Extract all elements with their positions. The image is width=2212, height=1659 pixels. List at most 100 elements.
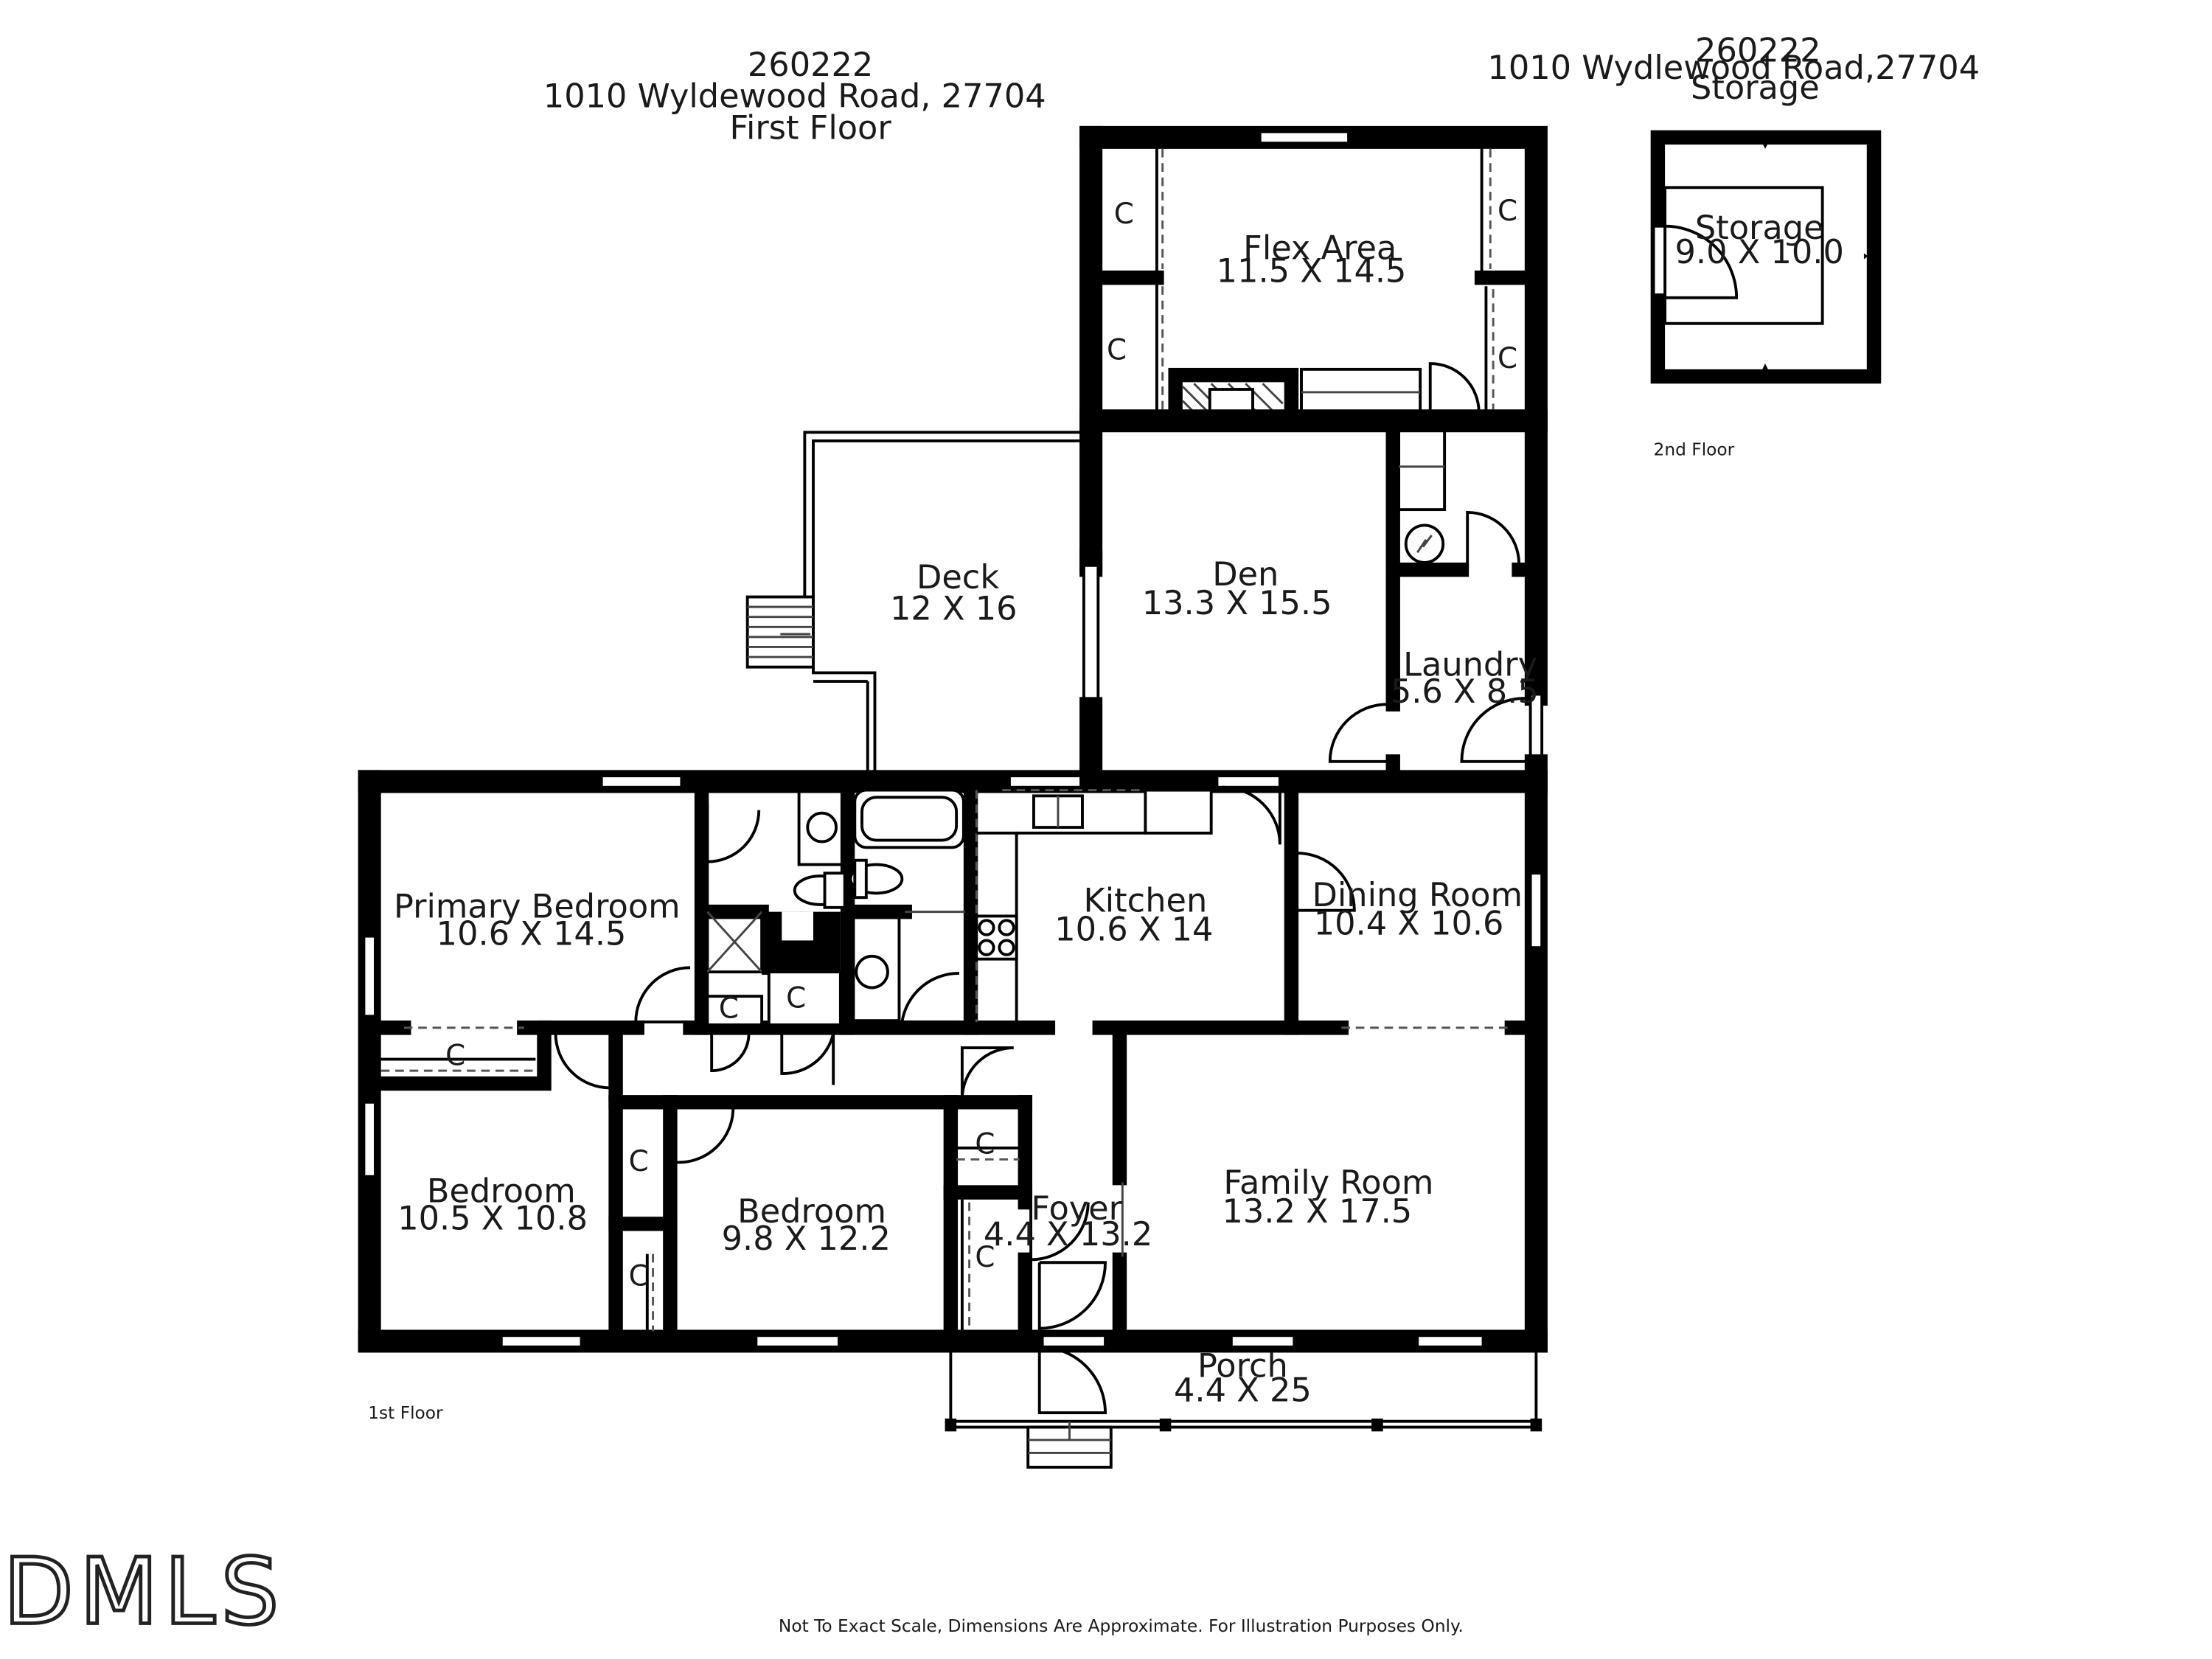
storage-marker-right (1863, 253, 1868, 260)
family-room-front-window-right (1416, 1334, 1485, 1349)
kitchen-rear-door (1222, 785, 1281, 845)
closet-labels: C C C C C C C (445, 982, 995, 1293)
deck-name: Deck (917, 558, 999, 597)
closet-label: C (975, 1128, 995, 1161)
dmls-logo: DMLS (3, 1539, 285, 1645)
range (975, 914, 1018, 961)
bath-closet-door (780, 1033, 835, 1085)
porch-post (1371, 1418, 1383, 1432)
storage-listing-address: 1010 Wydlewood Road,27704 (1487, 49, 1980, 87)
interior-doors (554, 966, 1124, 1336)
bedroom-front-window (499, 1334, 583, 1349)
interior-walls (368, 780, 1538, 1343)
bath-vanity (797, 788, 846, 866)
primary-bedroom-door (634, 966, 691, 1024)
closet-label: C (1107, 333, 1127, 366)
deck-dims: 12 X 16 (890, 590, 1018, 628)
hall-door-left (554, 1032, 612, 1090)
den-dims: 13.3 X 15.5 (1142, 584, 1332, 622)
bedroom-middle-front-window (754, 1334, 841, 1349)
floor-title: First Floor (730, 108, 892, 147)
storage-dims: 9.0 X 10.0 (1675, 233, 1844, 271)
storage-name: Storage (1695, 209, 1824, 247)
porch-name: Porch (1197, 1347, 1288, 1385)
bedroom-middle-dims: 9.8 X 12.2 (722, 1220, 891, 1258)
first-floor-label: 1st Floor (368, 1403, 443, 1423)
foyer-dims: 4.4 X 13.2 (984, 1215, 1152, 1253)
porch: Porch 4.4 X 25 (945, 1345, 1543, 1469)
bathtub (853, 788, 965, 849)
laundry-door-exterior (1460, 697, 1531, 763)
laundry-name: Laundry (1403, 645, 1537, 684)
bedroom-middle-name: Bedroom (737, 1192, 886, 1231)
closet-label: C (629, 1259, 649, 1293)
closet-label: C (445, 1039, 465, 1072)
dining-door (1297, 852, 1356, 912)
porch-post (1159, 1418, 1172, 1432)
den-sliding-door (1082, 563, 1100, 710)
listing-address: 1010 Wyldewood Road, 27704 (543, 77, 1046, 116)
foyer-door (1029, 1202, 1090, 1262)
laundry-door-den (1328, 703, 1388, 763)
storage-listing-id: 260222 (1695, 31, 1820, 69)
foyer-name: Foyer (1031, 1189, 1122, 1228)
den-block: Den 13.3 X 15.5 Laundry 5.6 X 8.5 (1079, 409, 1548, 793)
primary-bedroom-window (599, 774, 684, 789)
room-labels: Primary Bedroom 10.6 X 14.5 Kitchen 10.6… (394, 876, 1523, 1258)
linen-door (710, 1033, 751, 1073)
closet-label: C (1498, 195, 1517, 228)
utility-cabinet (1397, 425, 1447, 512)
second-floor-label: 2nd Floor (1654, 439, 1735, 459)
porch-post (945, 1418, 957, 1432)
flex-area-window (1258, 130, 1350, 145)
dining-room-dims: 10.4 X 10.6 (1314, 905, 1504, 943)
closet-label: C (719, 992, 739, 1025)
den-name: Den (1212, 555, 1279, 594)
storage-title: Storage (1691, 69, 1820, 107)
closet-label: C (786, 982, 806, 1015)
family-room-name: Family Room (1223, 1164, 1433, 1202)
flex-area-dims: 11.5 X 14.5 (1217, 251, 1407, 290)
flex-built-in-bench (1300, 367, 1422, 414)
closet-label: C (975, 1241, 995, 1274)
primary-bedroom-side-window (362, 934, 377, 1018)
bedroom-door (674, 1107, 735, 1164)
laundry-dims: 5.6 X 8.5 (1391, 672, 1539, 711)
primary-bedroom-dims: 10.6 X 14.5 (437, 914, 627, 953)
listing-id: 260222 (748, 46, 873, 84)
bedroom-left-dims: 10.5 X 10.8 (397, 1200, 588, 1238)
bedroom-left-name: Bedroom (427, 1172, 576, 1211)
refrigerator (1144, 788, 1213, 835)
front-door-swing (1039, 1261, 1107, 1330)
porch-post (1530, 1418, 1543, 1432)
storage-marker-top (1762, 143, 1768, 149)
deck-stair-treads (747, 605, 813, 658)
primary-bath-door (706, 804, 761, 863)
kitchen-window-right (1215, 774, 1281, 789)
kitchen-fixtures (975, 785, 1356, 1023)
dining-room-name: Dining Room (1312, 876, 1523, 914)
deck: Deck 12 X 16 (745, 431, 1091, 779)
utility-door (1466, 511, 1521, 570)
storage-building: Storage 9.0 X 10.0 (1650, 130, 1882, 384)
storage-header: 260222 1010 Wydlewood Road,27704 Storage (1487, 31, 1980, 106)
flex-area-outer-wall (1079, 125, 1548, 433)
front-door-frame (1040, 1334, 1107, 1349)
disclaimer: Not To Exact Scale, Dimensions Are Appro… (779, 1616, 1464, 1636)
bathrooms (700, 788, 965, 1026)
storage-marker-bottom (1762, 364, 1768, 369)
storage-door-swing (1665, 224, 1739, 299)
kitchen-dims: 10.6 X 14 (1054, 910, 1213, 948)
linen-closet (706, 995, 764, 1026)
sink-2 (855, 954, 889, 990)
storage-door-frame (1652, 224, 1667, 296)
closet-label: C (629, 1145, 649, 1178)
flex-area-name: Flex Area (1243, 229, 1397, 267)
first-floor-header: 260222 1010 Wyldewood Road, 27704 First … (543, 46, 1046, 147)
bath-door (900, 972, 960, 1024)
family-room-dims: 13.2 X 17.5 (1222, 1192, 1412, 1231)
deck-stairs (745, 595, 815, 669)
hall-closet-door (960, 1046, 1014, 1102)
kitchen-name: Kitchen (1083, 882, 1207, 920)
